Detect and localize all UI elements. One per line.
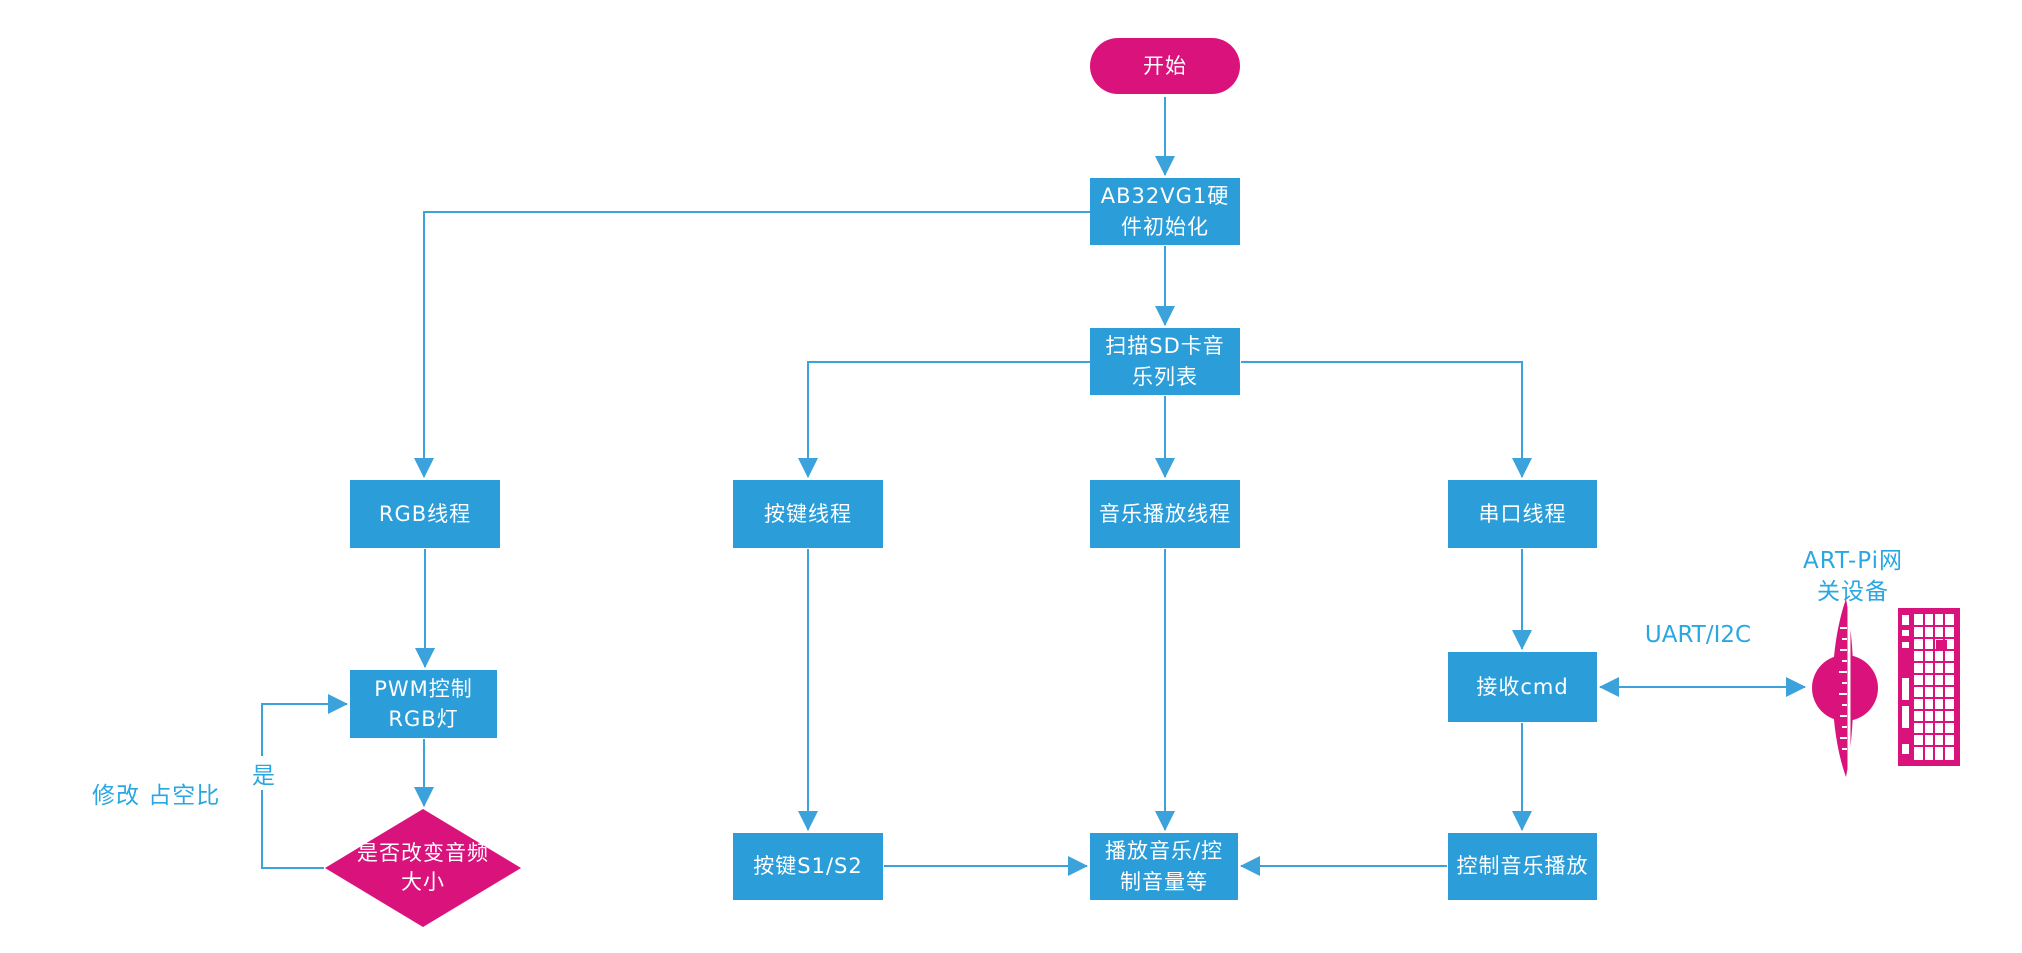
- node-recv-cmd: 接收cmd: [1448, 652, 1597, 722]
- node-label: 接收cmd: [1476, 674, 1569, 699]
- edge-sdscan-to-uartthread: [1241, 361, 1532, 478]
- node-label: 按键S1/S2: [753, 854, 863, 879]
- keyboard-icon: [1898, 608, 1960, 766]
- node-rgb-thread: RGB线程: [350, 480, 500, 548]
- node-start: 开始: [1090, 38, 1240, 94]
- node-label: 串口线程: [1478, 501, 1567, 526]
- node-label: 件初始化: [1121, 214, 1209, 239]
- node-ctrl-music: 控制音乐播放: [1448, 833, 1597, 900]
- node-key-thread: 按键线程: [733, 480, 883, 548]
- label-line: ART-Pi网: [1802, 548, 1904, 574]
- node-music-thread: 音乐播放线程: [1090, 480, 1240, 548]
- label-artpi-gateway: ART-Pi网 关设备: [1790, 546, 1916, 608]
- node-sd-scan: 扫描SD卡音 乐列表: [1090, 328, 1240, 395]
- node-decision-change-volume: 是否改变音频 大小: [325, 809, 521, 927]
- node-pwm-rgb: PWM控制 RGB灯: [350, 670, 497, 738]
- node-label: 播放音乐/控: [1104, 839, 1224, 864]
- label-modify-duty-cycle: 修改 占空比: [92, 783, 221, 809]
- label-uart-i2c: UART/I2C: [1644, 622, 1752, 648]
- node-label: 是否改变音频: [357, 840, 489, 865]
- node-label: RGB灯: [388, 707, 459, 731]
- node-label: 大小: [401, 870, 445, 894]
- node-label: RGB线程: [378, 501, 472, 526]
- node-label: 扫描SD卡音: [1105, 334, 1225, 359]
- dial-ruler-icon: [1812, 599, 1878, 777]
- node-label: 乐列表: [1132, 364, 1198, 389]
- node-key-s1s2: 按键S1/S2: [733, 833, 883, 900]
- edge-hwinit-to-rgbthread: [414, 211, 1090, 478]
- node-label: 控制音乐播放: [1456, 854, 1589, 879]
- diamond-shape: [325, 809, 521, 927]
- node-label: 制音量等: [1120, 869, 1208, 894]
- node-play-music: 播放音乐/控 制音量等: [1090, 833, 1238, 900]
- node-label: AB32VG1硬: [1100, 184, 1230, 209]
- edge-sdscan-to-keythread: [798, 361, 1090, 478]
- node-label: 按键线程: [764, 501, 852, 526]
- node-label: 开始: [1143, 53, 1187, 78]
- node-uart-thread: 串口线程: [1448, 480, 1597, 548]
- node-hw-init: AB32VG1硬 件初始化: [1090, 178, 1240, 245]
- node-label: PWM控制: [374, 676, 473, 701]
- node-label: 音乐播放线程: [1099, 501, 1231, 526]
- label-yes: 是: [248, 756, 279, 790]
- label-line: 关设备: [1817, 579, 1889, 606]
